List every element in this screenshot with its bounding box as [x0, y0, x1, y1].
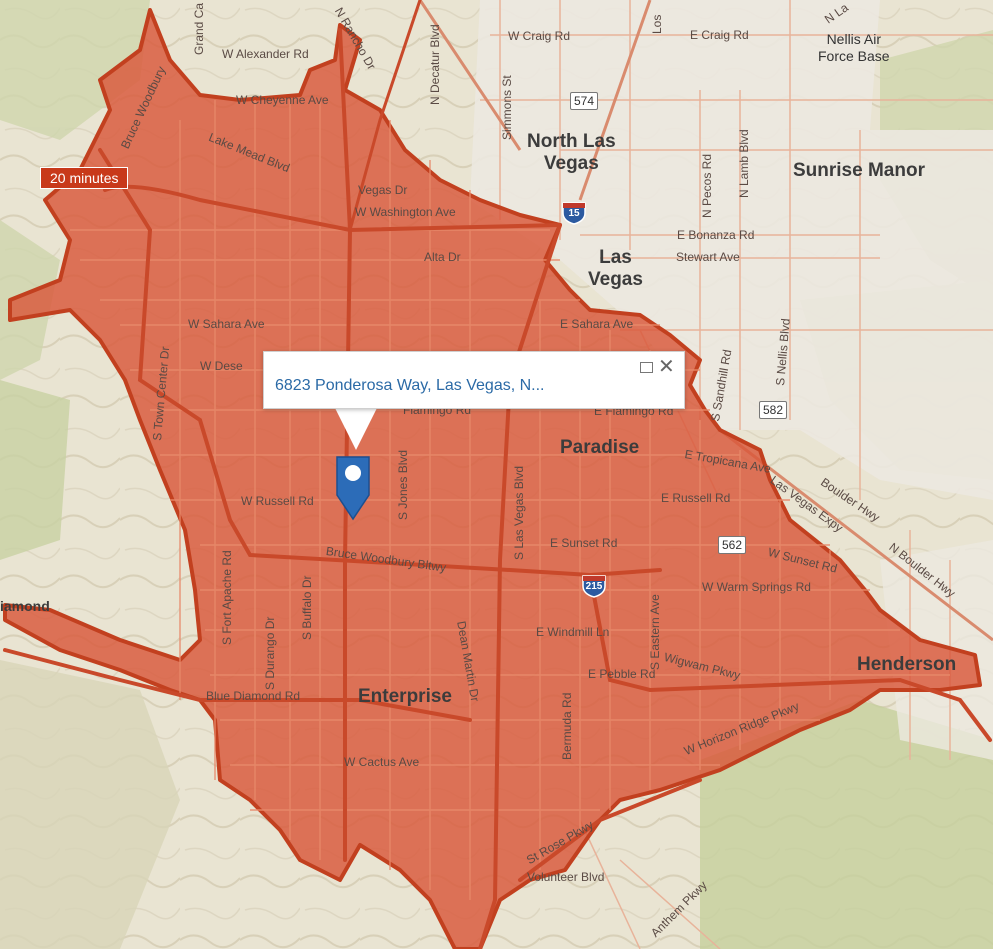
- route-562-shield: 562: [718, 536, 747, 554]
- close-icon[interactable]: ✕: [658, 356, 675, 378]
- interstate-215-shield: 215: [581, 574, 607, 598]
- popup-pointer: [333, 404, 379, 450]
- address-popup[interactable]: 6823 Ponderosa Way, Las Vegas, N... ✕: [263, 351, 685, 409]
- popup-address-link[interactable]: 6823 Ponderosa Way, Las Vegas, N...: [275, 377, 545, 394]
- interstate-shield-icon: [582, 575, 606, 598]
- maximize-icon[interactable]: [640, 362, 653, 373]
- drive-time-label: 20 minutes: [40, 167, 129, 189]
- interstate-15-shield: 15: [561, 201, 587, 225]
- route-574-shield: 574: [570, 92, 599, 110]
- street-grid-inside: [70, 100, 950, 900]
- route-582-shield: 582: [759, 401, 788, 419]
- urban-area: [470, 0, 993, 500]
- interstate-shield-icon: [562, 202, 586, 225]
- location-pin-icon[interactable]: [333, 455, 373, 521]
